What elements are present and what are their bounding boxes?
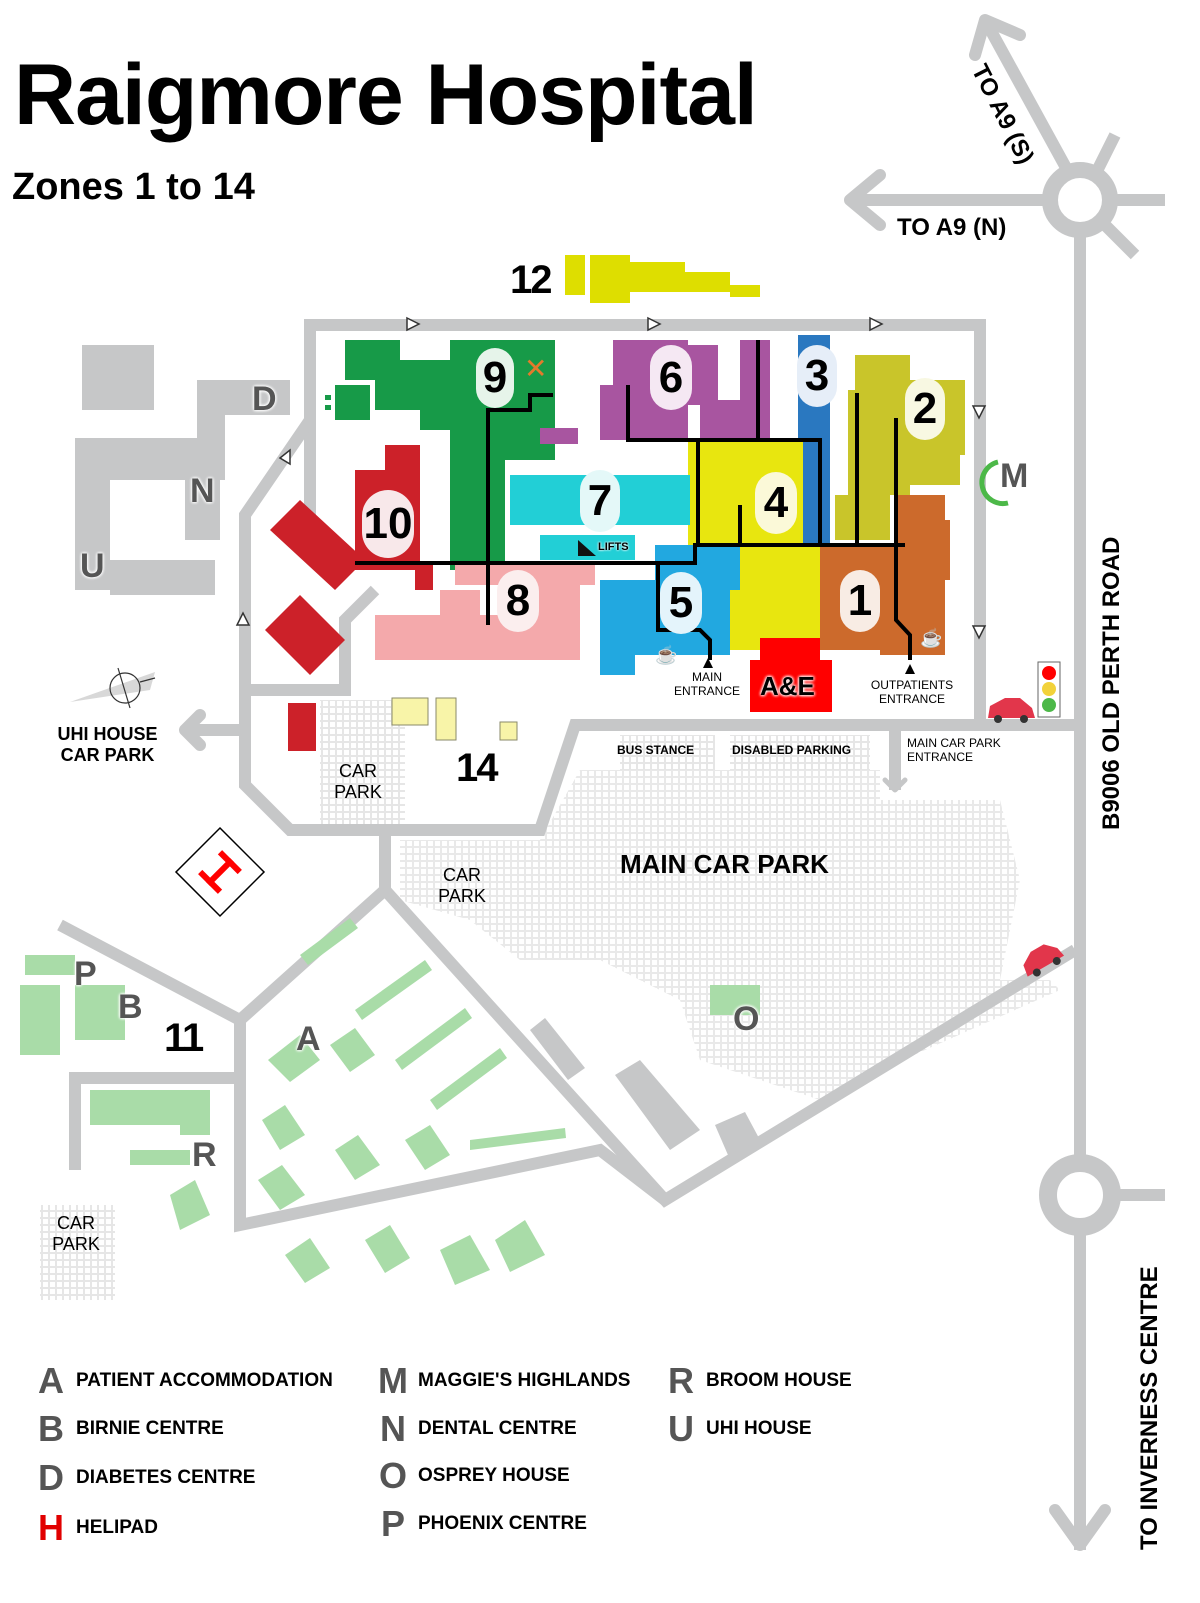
roundabout-south bbox=[1039, 1154, 1121, 1236]
maggies-icon bbox=[979, 459, 1009, 507]
parking-areas bbox=[40, 700, 1060, 1300]
legend-item-d: D DIABETES CENTRE bbox=[38, 1457, 256, 1498]
legend-item-m: M MAGGIE'S HIGHLANDS bbox=[378, 1360, 631, 1401]
building-m-label: M bbox=[1000, 457, 1029, 495]
ae-label: A&E bbox=[760, 671, 815, 701]
coffee-cup-icon: ☕ bbox=[655, 645, 678, 665]
bus-stance-label: BUS STANCE bbox=[617, 743, 695, 757]
helipad-icon bbox=[174, 826, 266, 918]
car-icon-2 bbox=[1023, 944, 1065, 977]
legend-item-u: U UHI HOUSE bbox=[668, 1408, 812, 1449]
grey-buildings bbox=[75, 345, 760, 1155]
lifts-label: LIFTS bbox=[598, 541, 629, 553]
page-subtitle: Zones 1 to 14 bbox=[12, 166, 255, 208]
zone-1-building bbox=[820, 495, 950, 655]
zone-5-label: 5 bbox=[660, 572, 702, 634]
main-entrance-marker bbox=[703, 658, 713, 668]
page-title: Raigmore Hospital bbox=[14, 47, 758, 143]
building-p-label: P bbox=[74, 955, 97, 993]
roundabout-north bbox=[1042, 162, 1118, 238]
ae-building bbox=[750, 638, 832, 712]
residential-buildings bbox=[20, 918, 760, 1285]
traffic-light-icon bbox=[1037, 661, 1061, 718]
zone-3-label: 3 bbox=[797, 345, 837, 407]
direction-arrows bbox=[179, 14, 1111, 1551]
main-entrance-label: MAIN ENTRANCE bbox=[673, 670, 740, 698]
building-o-label: O bbox=[733, 1000, 760, 1038]
main-car-park-label: MAIN CAR PARK bbox=[620, 849, 829, 879]
main-car-park-entrance-label: MAIN CAR PARK ENTRANCE bbox=[907, 736, 1001, 764]
one-way-markers bbox=[235, 316, 987, 640]
building-r-label: R bbox=[192, 1136, 217, 1174]
building-a-label: A bbox=[296, 1020, 321, 1058]
to-inverness-centre-label: TO INVERNESS CENTRE bbox=[1136, 1266, 1163, 1550]
zone-4-label: 4 bbox=[755, 472, 797, 534]
legend-item-r: R BROOM HOUSE bbox=[668, 1360, 852, 1401]
disabled-parking-label: DISABLED PARKING bbox=[732, 743, 852, 757]
zone-11-label: 11 bbox=[164, 1016, 204, 1060]
compass-icon bbox=[70, 667, 156, 709]
legend-item-n: N DENTAL CENTRE bbox=[380, 1408, 577, 1449]
zone-9-label: 9 bbox=[476, 348, 514, 408]
zone-12-label: 12 bbox=[510, 258, 552, 302]
legend: A PATIENT ACCOMMODATION B BIRNIE CENTRE … bbox=[30, 1360, 930, 1580]
zone-1-label: 1 bbox=[840, 570, 880, 632]
car-park-14-label: CAR PARK bbox=[334, 761, 382, 802]
to-a9-north-label: TO A9 (N) bbox=[897, 214, 1007, 241]
outpatients-entrance-label: OUTPATIENTS ENTRANCE bbox=[870, 678, 954, 706]
legend-item-a: A PATIENT ACCOMMODATION bbox=[38, 1360, 333, 1401]
zone-6-label: 6 bbox=[650, 345, 692, 410]
car-icon bbox=[988, 698, 1035, 723]
coffee-cup-icon-outpatients: ☕ bbox=[920, 628, 943, 648]
legend-item-h: H HELIPAD bbox=[38, 1507, 158, 1548]
zone-10-label: 10 bbox=[362, 490, 414, 558]
corridors bbox=[355, 340, 912, 660]
uhi-house-car-park-label: UHI HOUSE CAR PARK bbox=[57, 724, 158, 765]
zone-8-label: 8 bbox=[497, 570, 539, 632]
fork-knife-icon: ✕ bbox=[524, 353, 548, 384]
car-park-west-label: CAR PARK bbox=[52, 1213, 100, 1254]
outpatients-entrance-marker bbox=[905, 664, 915, 674]
zone-12-building bbox=[565, 255, 760, 303]
old-perth-road-label: B9006 OLD PERTH ROAD bbox=[1098, 536, 1125, 830]
zone-7-label: 7 bbox=[580, 470, 620, 532]
building-d-label: D bbox=[252, 380, 277, 418]
legend-item-p: P PHOENIX CENTRE bbox=[380, 1503, 587, 1544]
zone-14-label: 14 bbox=[456, 746, 498, 790]
car-park-center-label: CAR PARK bbox=[438, 865, 486, 906]
zone-8-building bbox=[375, 565, 595, 660]
legend-item-b: B BIRNIE CENTRE bbox=[38, 1408, 224, 1449]
building-b-label: B bbox=[118, 988, 143, 1026]
zone-2-label: 2 bbox=[905, 378, 945, 440]
legend-item-o: O OSPREY HOUSE bbox=[378, 1455, 570, 1496]
building-u-label: U bbox=[80, 547, 105, 585]
lifts-icon bbox=[578, 540, 596, 556]
zone-14-buildings bbox=[391, 697, 518, 741]
building-n-label: N bbox=[190, 472, 215, 510]
